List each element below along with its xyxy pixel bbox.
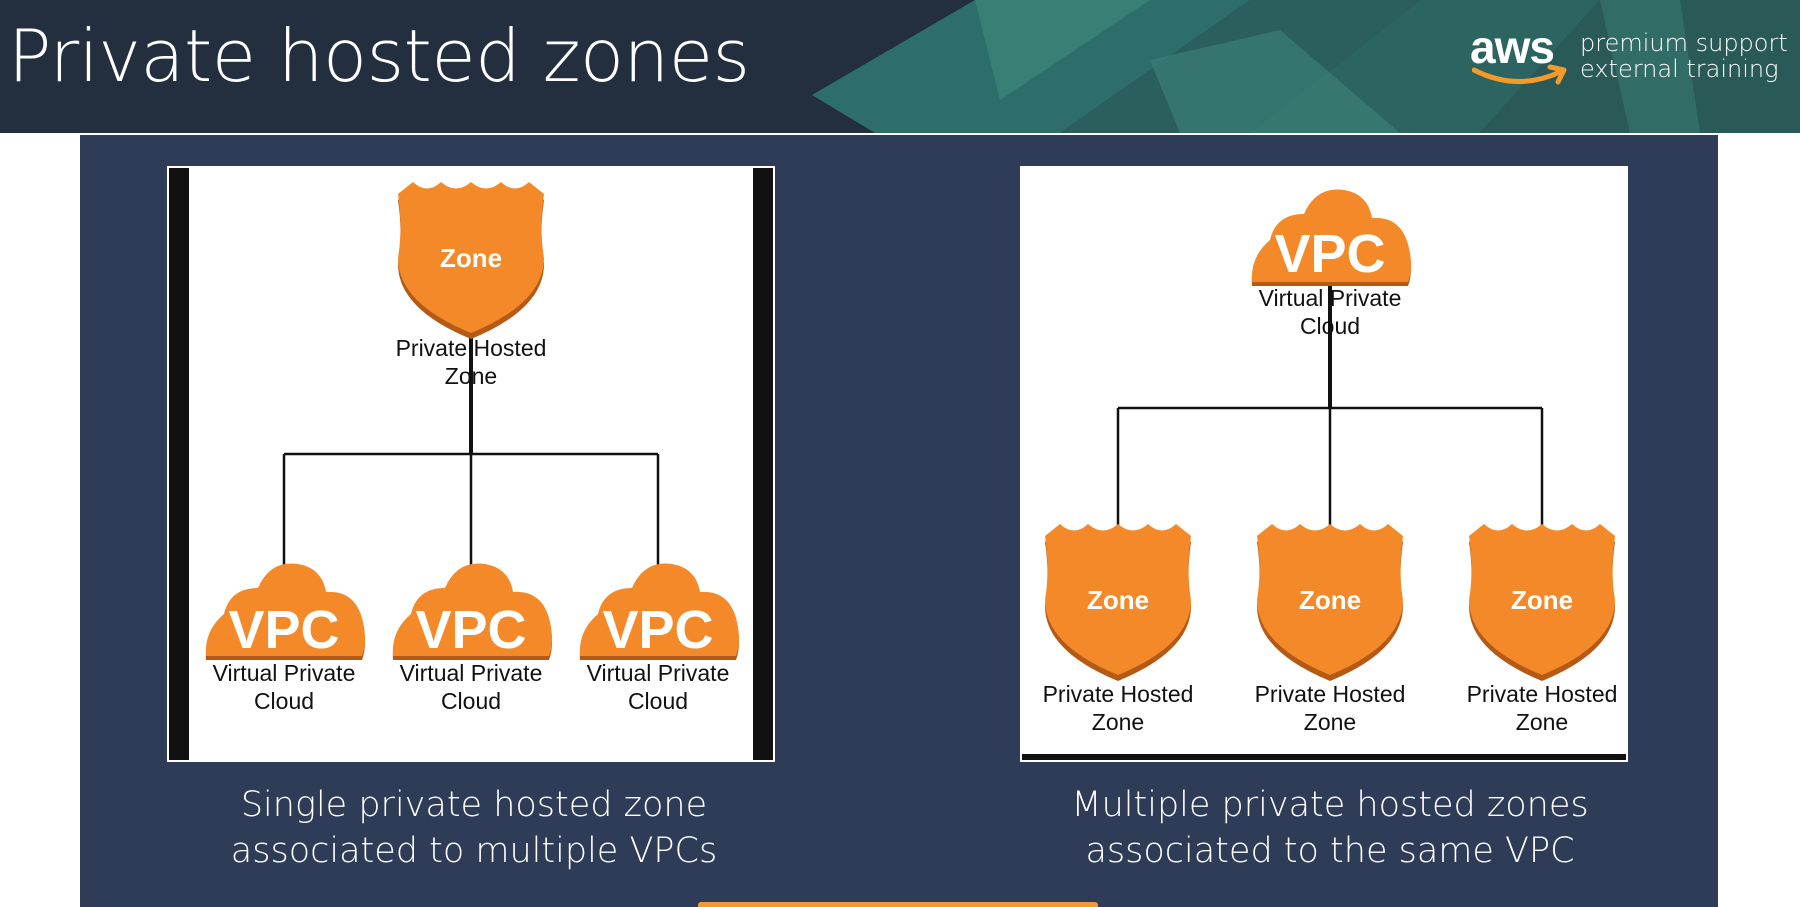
aws-smile-icon — [1472, 64, 1567, 85]
brand-tagline-line2: external training — [1580, 55, 1779, 83]
zone-label-line2: Zone — [445, 363, 497, 389]
vpc-cloud-icon: VPC — [579, 563, 739, 660]
zone-label-line2: Zone — [1092, 709, 1144, 735]
vpc-node-1: VPC Virtual Private Cloud — [205, 563, 366, 714]
diagram-single-zone-multiple-vpcs: Zone Private Hosted Zone VPC Virtual Pri… — [167, 166, 775, 762]
diagram-right-svg: VPC Virtual Private Cloud Zone Private H… — [1022, 189, 1626, 760]
zone-icon-text: Zone — [1511, 585, 1573, 615]
brand-tagline-line1: premium support — [1580, 29, 1788, 57]
vpc-label-line1: Virtual Private — [1259, 285, 1402, 311]
diagram-left-svg: Zone Private Hosted Zone VPC Virtual Pri… — [169, 168, 773, 760]
zone-label-line2: Zone — [1516, 709, 1568, 735]
zone-label-line2: Zone — [1304, 709, 1356, 735]
vpc-cloud-icon: VPC — [1251, 189, 1411, 286]
zone-icon-text: Zone — [440, 243, 502, 273]
vpc-label-line1: Virtual Private — [213, 660, 356, 686]
vpc-node-2: VPC Virtual Private Cloud — [392, 563, 552, 714]
zone-shield-icon: Zone — [1045, 524, 1191, 681]
vpc-icon-text: VPC — [228, 600, 339, 660]
zone-label-line1: Private Hosted — [396, 335, 547, 361]
vpc-label-line1: Virtual Private — [587, 660, 730, 686]
caption-left-line2: associated to multiple VPCs — [230, 831, 718, 871]
left-black-strip — [169, 168, 189, 760]
zone-shield-icon: Zone — [398, 182, 544, 339]
bottom-black-strip — [1022, 754, 1626, 760]
caption-left-line1: Single private hosted zone — [240, 785, 708, 825]
slide-header: Private hosted zones aws premium support… — [0, 0, 1800, 133]
vpc-icon-text: VPC — [1274, 224, 1385, 284]
bottom-orange-tab — [698, 902, 1098, 907]
zone-label-line1: Private Hosted — [1255, 681, 1406, 707]
vpc-label-line2: Cloud — [441, 688, 501, 714]
slide-title: Private hosted zones — [8, 14, 750, 98]
header-decoration — [812, 0, 1800, 133]
connector-lines — [1116, 278, 1544, 528]
zone-shield-icon: Zone — [1469, 524, 1615, 681]
vpc-cloud-icon: VPC — [205, 563, 366, 660]
zone-node-1: Zone Private Hosted Zone — [1043, 524, 1194, 735]
vpc-icon-text: VPC — [415, 600, 526, 660]
zone-label-line1: Private Hosted — [1043, 681, 1194, 707]
aws-logo: aws premium support external training — [1470, 21, 1790, 96]
vpc-node-root: VPC Virtual Private Cloud — [1251, 189, 1411, 339]
vpc-label-line1: Virtual Private — [400, 660, 543, 686]
zone-node-3: Zone Private Hosted Zone — [1467, 524, 1618, 735]
right-black-strip — [753, 168, 773, 760]
vpc-icon-text: VPC — [602, 600, 713, 660]
caption-right-line1: Multiple private hosted zones — [1071, 785, 1589, 825]
zone-icon-text: Zone — [1087, 585, 1149, 615]
caption-left: Single private hosted zone associated to… — [124, 782, 824, 874]
caption-right-line2: associated to the same VPC — [1085, 831, 1575, 871]
zone-node-root: Zone Private Hosted Zone — [396, 182, 547, 389]
zone-shield-icon: Zone — [1257, 524, 1403, 681]
zone-label-line1: Private Hosted — [1467, 681, 1618, 707]
vpc-cloud-icon: VPC — [392, 563, 552, 660]
caption-right: Multiple private hosted zones associated… — [980, 782, 1680, 874]
vpc-node-3: VPC Virtual Private Cloud — [579, 563, 739, 714]
diagram-multiple-zones-same-vpc: VPC Virtual Private Cloud Zone Private H… — [1020, 166, 1628, 762]
brand-tagline: premium support external training — [1580, 30, 1788, 82]
vpc-label-line2: Cloud — [628, 688, 688, 714]
vpc-label-line2: Cloud — [254, 688, 314, 714]
zone-node-2: Zone Private Hosted Zone — [1255, 524, 1406, 735]
aws-wordmark: aws — [1470, 21, 1555, 73]
vpc-label-line2: Cloud — [1300, 313, 1360, 339]
zone-icon-text: Zone — [1299, 585, 1361, 615]
